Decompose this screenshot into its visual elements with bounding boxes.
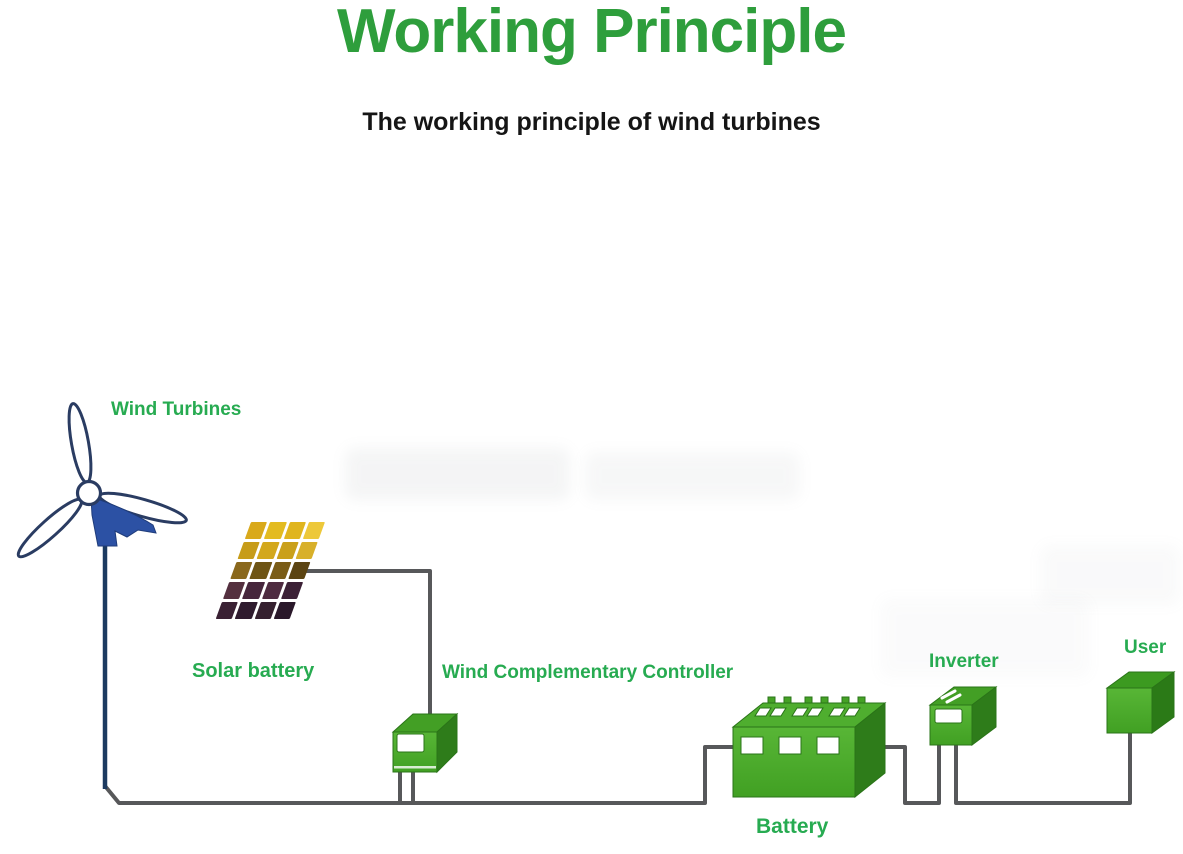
controller-vent-line [394,766,436,769]
wind-turbines-label: Wind Turbines [111,399,242,420]
page-title: Working Principle [337,0,847,66]
watermark-smudge [1040,545,1180,605]
inverter-box [928,686,998,746]
inverter-top-vents [940,689,962,704]
solar-cell [256,542,280,559]
turbine-nacelle [90,496,157,547]
solar-battery-label: Solar battery [192,660,315,682]
page-subtitle: The working principle of wind turbines [362,108,821,136]
battery-label: Battery [756,815,829,838]
wire-turbine-to-battery-bus [103,745,737,805]
user-cube [1105,671,1176,734]
battery-box [731,696,887,799]
battery-terminals [754,707,861,717]
inverter-label: Inverter [929,651,999,672]
watermark-smudge [345,448,570,500]
turbine-blade-top [67,402,93,484]
inverter-display-slot [934,708,963,724]
wire-battery-to-inverter [854,744,941,805]
wire-inverter-to-user [954,730,1132,805]
watermark-smudge [585,452,800,500]
battery-front-windows [740,736,840,755]
solar-cell [264,522,287,539]
user-front-face [1106,687,1153,734]
solar-cell [234,602,258,619]
wind-turbine [16,402,188,789]
watermark-smudge [880,598,1090,678]
controller-display-slot [396,733,425,753]
solar-cell [242,582,265,599]
turbine-blade-left [16,497,84,559]
user-label: User [1124,637,1167,658]
controller-label: Wind Complementary Controller [442,662,734,683]
wires [103,569,1132,805]
controller-box [391,712,459,774]
turbine-hub [75,479,103,507]
solar-cell [249,562,272,579]
wire-solar-to-controller [301,569,432,716]
